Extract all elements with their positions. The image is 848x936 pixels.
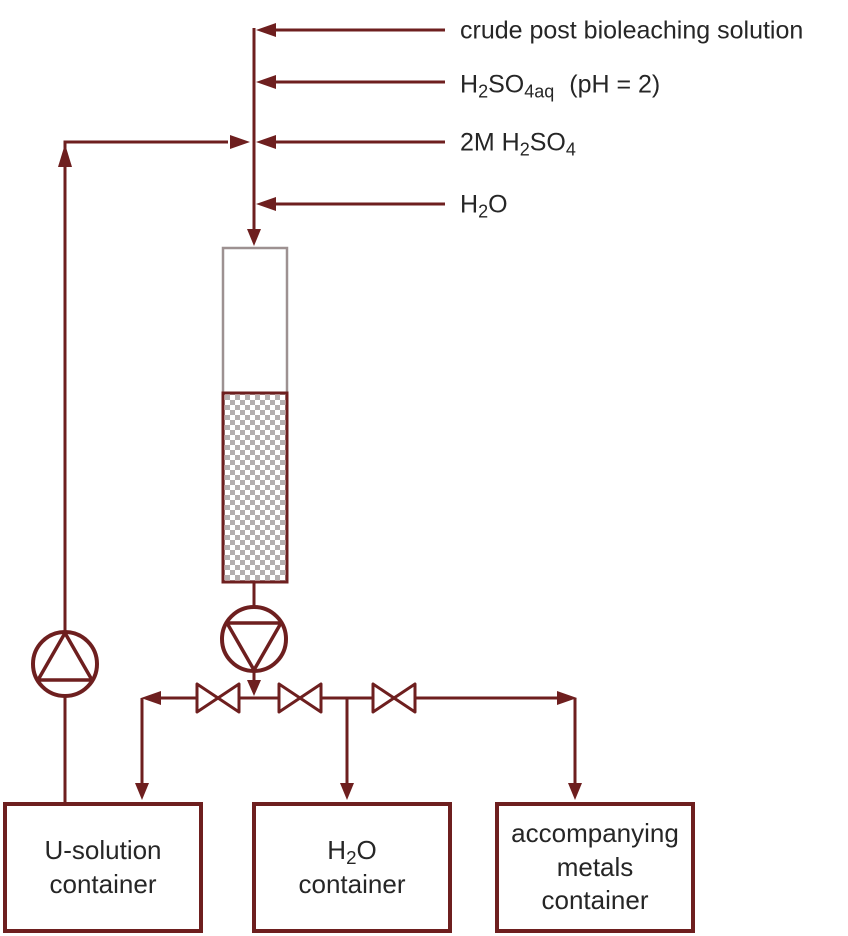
h2o-branch-line — [340, 698, 354, 800]
container-label-line: container — [298, 868, 406, 899]
container-label-line: U-solution — [44, 834, 162, 865]
container-label-formula: H2O — [327, 834, 377, 868]
column-outlet-pump-symbol — [220, 605, 288, 673]
main-inlet-line — [247, 28, 261, 246]
valve-3-icon — [371, 682, 417, 714]
feed-label-2m-h2so4: 2M H2SO4 — [460, 128, 576, 160]
valve-1-icon — [195, 682, 241, 714]
column-resin-bed — [221, 391, 289, 584]
container-label-line: metals — [556, 851, 634, 882]
ion-exchange-column — [221, 246, 289, 584]
feed-label-text: crude post bioleaching solution — [460, 16, 804, 45]
h2o-container: H2O container — [252, 802, 452, 933]
feed-line-2m-h2so4 — [256, 135, 445, 149]
u-solution-branch-line — [135, 691, 161, 800]
feed-line-crude-solution — [256, 23, 445, 37]
container-label-line: accompanying — [511, 817, 679, 848]
pump-outlet-line — [247, 670, 261, 696]
recycle-line — [58, 135, 250, 802]
recycle-pump-symbol — [31, 630, 99, 698]
feed-label-crude-solution: crude post bioleaching solution — [460, 17, 803, 46]
container-label-line: container — [49, 868, 157, 899]
accompanying-metals-container: accompanying metals container — [495, 802, 695, 933]
feed-label-h2o: H2O — [460, 190, 508, 222]
container-label-line: container — [541, 885, 649, 916]
feed-label-h2so4-ph2: H2SO4aq(pH = 2) — [460, 70, 661, 102]
u-solution-container: U-solution container — [3, 802, 203, 933]
metals-branch-line — [557, 691, 582, 800]
valve-2-icon — [277, 682, 323, 714]
feed-line-h2o — [256, 197, 445, 211]
feed-line-h2so4-ph2 — [256, 75, 445, 89]
